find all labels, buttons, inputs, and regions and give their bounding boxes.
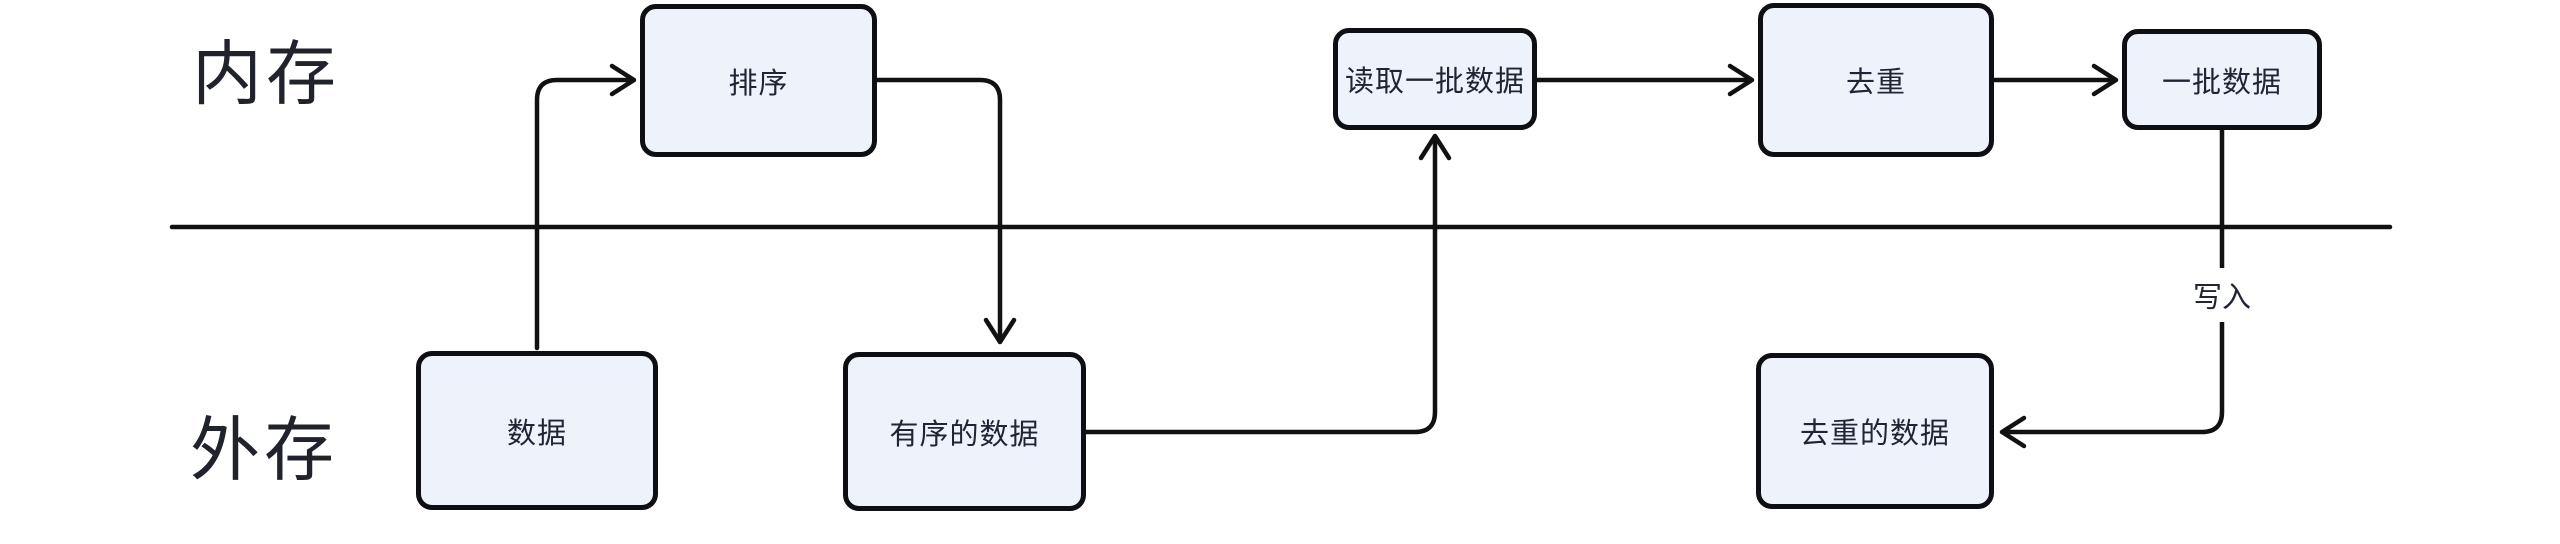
edge-sorted-data-to-read-batch: [1083, 133, 1452, 435]
node-batch-data[interactable]: 一批数据: [2122, 29, 2322, 130]
node-read-batch[interactable]: 读取一批数据: [1333, 28, 1537, 130]
arrowhead-down: [983, 317, 1017, 345]
region-label-memory: 内存: [192, 35, 340, 113]
node-sorted-data[interactable]: 有序的数据: [843, 352, 1086, 511]
edge-batch-data-to-deduped-data: [1999, 127, 2225, 449]
arrowhead-up: [1418, 133, 1452, 161]
node-dedupe[interactable]: 去重: [1758, 3, 1994, 157]
region-label-external-storage: 外存: [190, 411, 338, 489]
edge-data-to-sort: [534, 63, 637, 351]
arrowhead-right: [1727, 63, 1755, 97]
edge-label-write: 写入: [2182, 268, 2262, 322]
edge-dedupe-to-batch-data: [1991, 63, 2119, 97]
edge-sort-to-sorted-data: [874, 77, 1017, 345]
arrowhead-right: [2091, 63, 2119, 97]
arrowhead-left: [1999, 415, 2027, 449]
arrowhead-right: [609, 63, 637, 97]
edge-read-batch-to-dedupe: [1534, 63, 1755, 97]
node-data[interactable]: 数据: [416, 351, 658, 510]
node-sort[interactable]: 排序: [640, 4, 877, 157]
node-deduped-data[interactable]: 去重的数据: [1756, 353, 1994, 509]
